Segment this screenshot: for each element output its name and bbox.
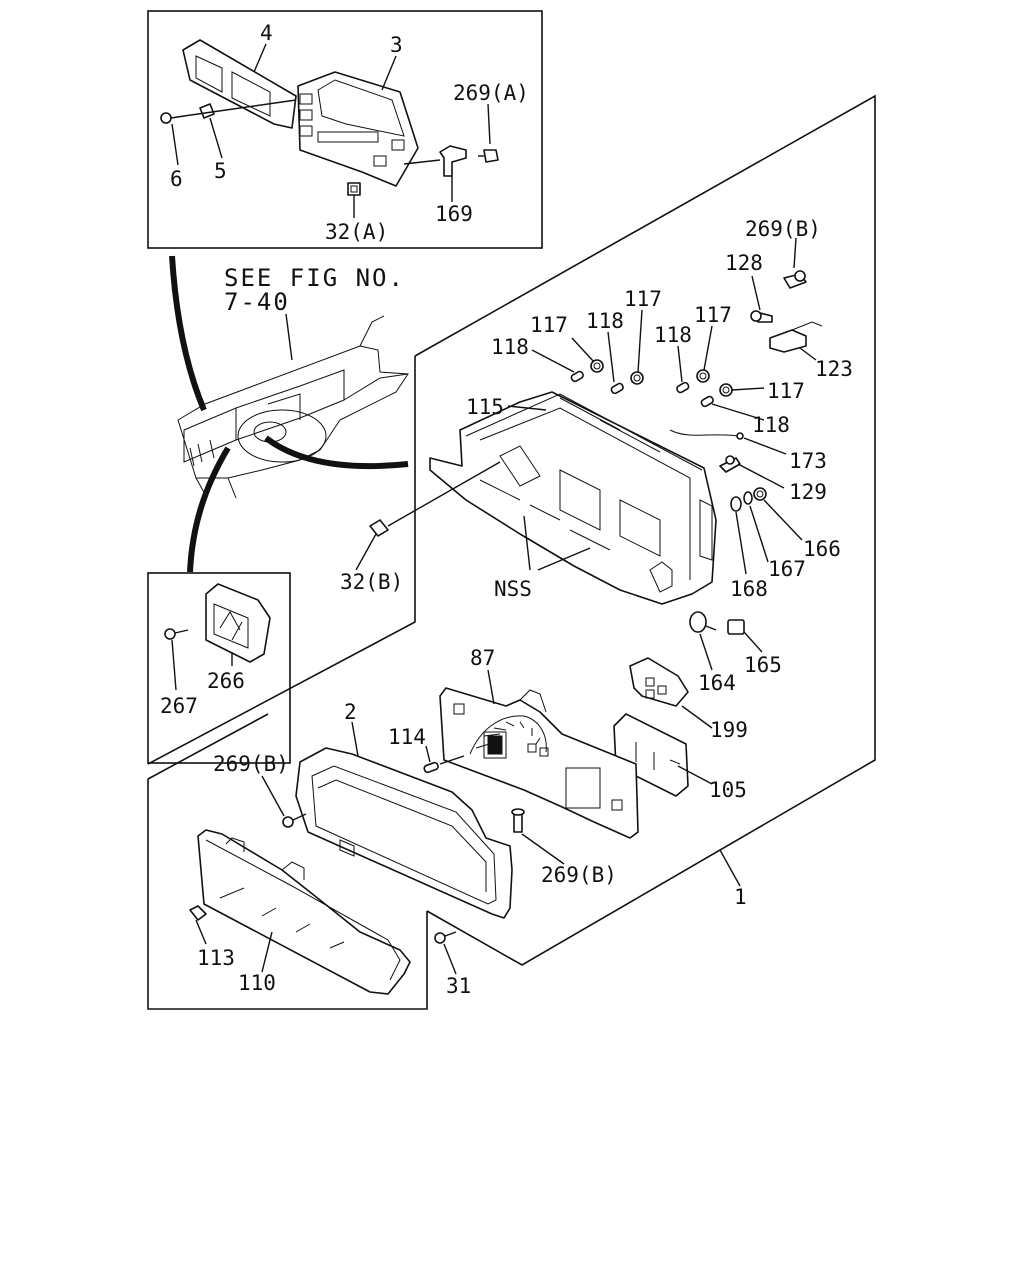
socket-117a	[590, 359, 604, 373]
label-117-d: 117	[694, 303, 732, 327]
bulb-114	[423, 755, 465, 774]
washer-167	[743, 491, 753, 505]
screw-128	[750, 310, 773, 323]
label-269b-left: 269(B)	[213, 752, 289, 776]
reference-note-line1: SEE FIG NO.	[224, 264, 405, 292]
bulb-118a	[570, 370, 584, 383]
label-123: 123	[815, 357, 853, 381]
bulb-118b	[610, 382, 624, 395]
reference-curve-lines	[169, 255, 409, 573]
label-168: 168	[730, 577, 768, 601]
block-165	[727, 619, 745, 635]
label-128: 128	[725, 251, 763, 275]
clip-113	[189, 905, 207, 921]
label-6: 6	[170, 167, 183, 191]
nut-166	[753, 487, 767, 501]
bottom-leaders	[195, 669, 565, 975]
meter-visor-110	[197, 829, 411, 995]
screw-269b-top	[783, 270, 807, 289]
nss-indicators	[523, 515, 591, 571]
label-166: 166	[803, 537, 841, 561]
label-269b-bottom: 269(B)	[541, 863, 617, 887]
label-nss: NSS	[494, 577, 532, 601]
label-118-d: 118	[752, 413, 790, 437]
top-inset-leaders	[171, 43, 491, 218]
meter-hood-3	[297, 71, 419, 187]
socket-117b	[630, 371, 644, 385]
label-118-a: 118	[491, 335, 529, 359]
reference-note-line2: 7-40	[224, 288, 290, 316]
top-inset-frame	[147, 10, 543, 249]
meter-lens-2	[295, 747, 513, 919]
label-32b: 32(B)	[340, 570, 403, 594]
label-118-b: 118	[586, 309, 624, 333]
label-110: 110	[238, 971, 276, 995]
screw-31	[434, 931, 457, 944]
label-269b-top: 269(B)	[745, 217, 821, 241]
screw-6	[160, 112, 185, 124]
label-87: 87	[470, 646, 495, 670]
bulb-164	[689, 611, 717, 633]
meter-trim-panel-4	[182, 39, 297, 129]
label-105: 105	[709, 778, 747, 802]
label-113: 113	[197, 946, 235, 970]
bracket-169	[439, 145, 467, 177]
label-266: 266	[207, 669, 245, 693]
bracket-199	[629, 657, 689, 707]
meter-case-assembly	[429, 391, 717, 605]
clip-32b	[369, 461, 501, 537]
label-4: 4	[260, 21, 273, 45]
sensor-inset-leaders	[171, 639, 233, 691]
label-2: 2	[344, 700, 357, 724]
dashboard-illustration	[177, 315, 409, 499]
label-114: 114	[388, 725, 426, 749]
label-1: 1	[734, 885, 747, 909]
label-117-e: 117	[767, 379, 805, 403]
label-31: 31	[446, 974, 471, 998]
bulb-118c	[676, 381, 690, 394]
screw-269b-bottom	[511, 808, 525, 833]
label-165: 165	[744, 653, 782, 677]
label-164: 164	[698, 671, 736, 695]
label-129: 129	[789, 480, 827, 504]
screw-269b-left	[282, 813, 307, 828]
label-173: 173	[789, 449, 827, 473]
main-assembly-frame	[147, 94, 876, 966]
screw-129	[719, 455, 741, 473]
sensor-unit-266	[205, 583, 271, 663]
screw-269a	[478, 149, 499, 163]
main-assembly-leaders	[355, 237, 817, 887]
label-117-a: 117	[530, 313, 568, 337]
label-115: 115	[466, 395, 504, 419]
label-167: 167	[768, 557, 806, 581]
socket-117c	[696, 369, 710, 383]
label-199: 199	[710, 718, 748, 742]
bulb-118d	[700, 395, 714, 408]
label-118-c: 118	[654, 323, 692, 347]
label-3: 3	[390, 33, 403, 57]
clip-5	[199, 103, 215, 119]
label-169: 169	[435, 202, 473, 226]
bottom-inset-frame	[147, 713, 428, 1010]
label-117-c: 117	[624, 287, 662, 311]
label-269a: 269(A)	[453, 81, 529, 105]
screw-267	[164, 628, 189, 640]
socket-117d	[719, 383, 733, 397]
label-32a: 32(A)	[325, 220, 388, 244]
nut-32a	[347, 182, 361, 196]
sensor-inset-frame	[147, 572, 291, 764]
wire-173	[669, 429, 744, 440]
connector-123	[769, 321, 823, 353]
label-267: 267	[160, 694, 198, 718]
washer-168	[730, 496, 742, 512]
dial-plate-87	[439, 687, 639, 839]
label-5: 5	[214, 159, 227, 183]
